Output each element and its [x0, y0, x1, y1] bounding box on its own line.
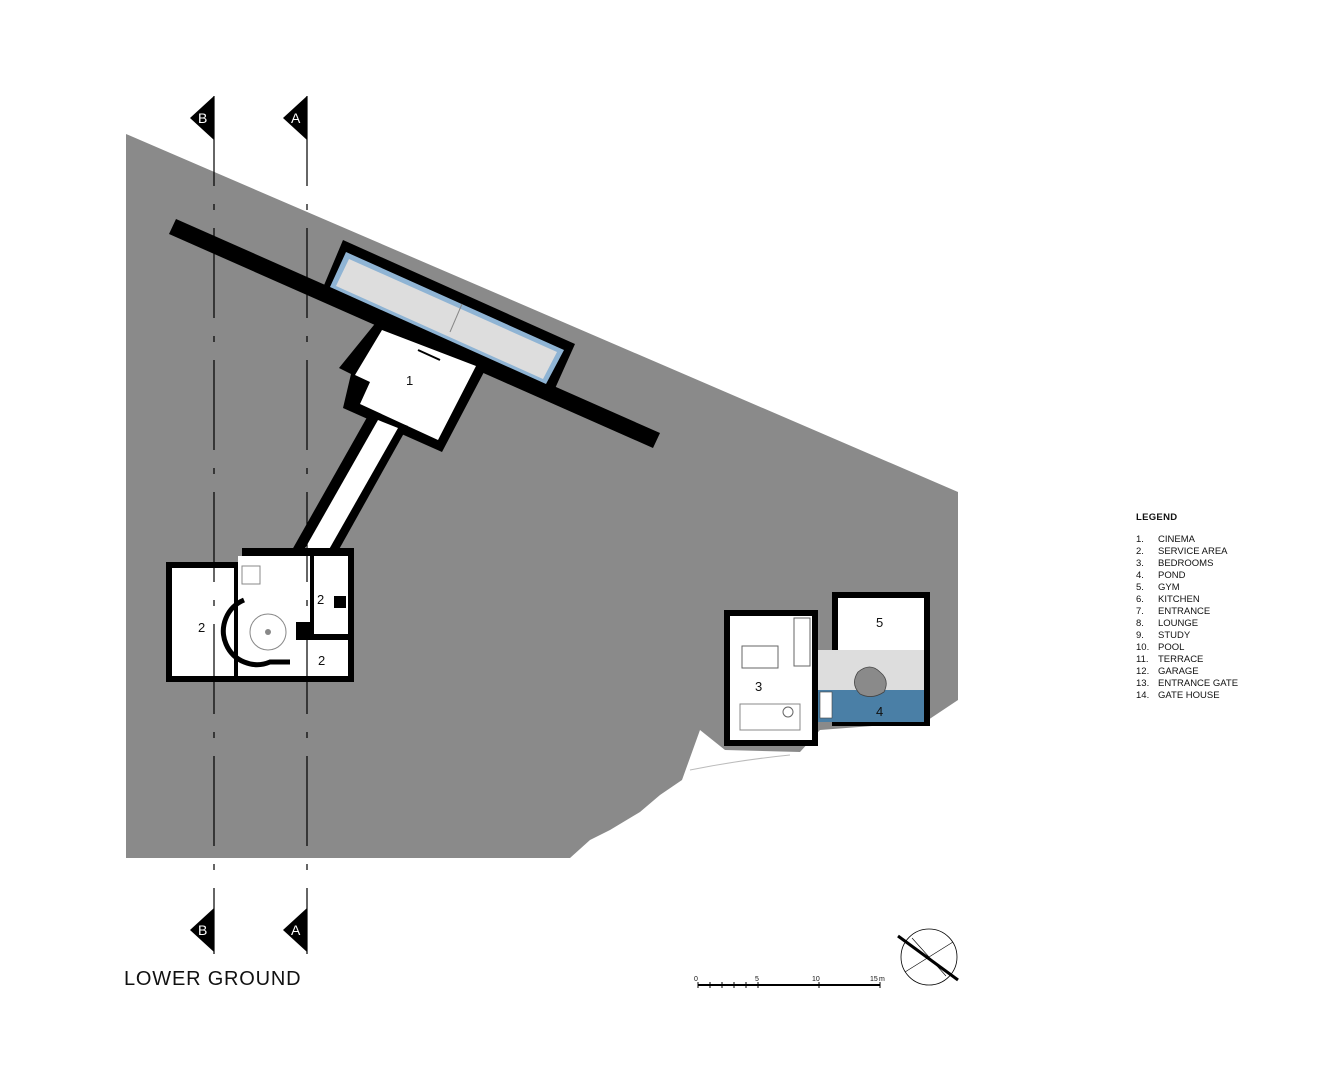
- legend-item-name: TERRACE: [1158, 654, 1204, 665]
- legend-item-number: 8.: [1136, 618, 1144, 629]
- retaining-wall: [169, 219, 660, 448]
- legend-item-name: GYM: [1158, 582, 1180, 593]
- legend-title: LEGEND: [1136, 512, 1178, 523]
- legend-item: 8. LOUNGE: [1136, 618, 1238, 630]
- cinema-screen: [417, 349, 441, 361]
- legend-item-name: SERVICE AREA: [1158, 546, 1228, 557]
- legend-item: 4. POND: [1136, 570, 1238, 582]
- legend-item-name: GATE HOUSE: [1158, 690, 1220, 701]
- legend-item-number: 5.: [1136, 582, 1144, 593]
- scale-bar: 0 5 10 15 m: [694, 976, 885, 988]
- bedroom-desk: [739, 703, 801, 731]
- legend-item-number: 12.: [1136, 666, 1150, 677]
- legend-item: 9. STUDY: [1136, 630, 1238, 642]
- legend-item-name: POOL: [1158, 642, 1185, 653]
- section-marker-icon: [283, 96, 307, 140]
- spiral-stair-core: [265, 629, 271, 635]
- legend-item-number: 3.: [1136, 558, 1144, 569]
- spiral-stair: [249, 613, 287, 651]
- legend-item-name: GARAGE: [1158, 666, 1199, 677]
- section-label-a-top: A: [291, 110, 301, 126]
- legend-item-name: STUDY: [1158, 630, 1191, 641]
- pool-water: [336, 259, 557, 379]
- legend-item: 6. KITCHEN: [1136, 594, 1238, 606]
- legend-item-number: 11.: [1136, 654, 1149, 665]
- section-marker-icon: [283, 908, 307, 952]
- legend-item-name: ENTRANCE GATE: [1158, 678, 1239, 689]
- legend-item-name: BEDROOMS: [1158, 558, 1214, 569]
- section-marker-icon: [190, 96, 214, 140]
- legend-item-number: 2.: [1136, 546, 1144, 557]
- legend-item: 5. GYM: [1136, 582, 1238, 594]
- room-label-service-c: 2: [318, 653, 325, 668]
- legend-item: 10. POOL: [1136, 642, 1238, 654]
- legend-item-number: 7.: [1136, 606, 1144, 617]
- legend-item: 12. GARAGE: [1136, 666, 1238, 678]
- legend-item-name: ENTRANCE: [1158, 606, 1211, 617]
- bedroom-chair: [782, 706, 794, 718]
- site-ground: [126, 134, 958, 858]
- pool-divider: [449, 303, 463, 333]
- bedroom-floor: [730, 616, 812, 740]
- scale-label-10: 10: [812, 976, 820, 983]
- legend-item: 11. TERRACE: [1136, 654, 1238, 666]
- legend-item: 14. GATE HOUSE: [1136, 690, 1238, 702]
- section-label-b-top: B: [198, 110, 207, 126]
- legend-item-name: LOUNGE: [1158, 618, 1199, 629]
- legend-item-name: CINEMA: [1158, 534, 1195, 545]
- pond-step: [819, 691, 833, 719]
- legend-item-number: 10.: [1136, 642, 1150, 653]
- legend-item: 13. ENTRANCE GATE: [1136, 678, 1238, 690]
- legend-item-name: POND: [1158, 570, 1186, 581]
- legend-item-number: 14.: [1136, 690, 1150, 701]
- legend-item-name: KITCHEN: [1158, 594, 1200, 605]
- bedroom-bed: [741, 645, 779, 669]
- bedroom-stair: [793, 617, 811, 667]
- room-label-pond: 4: [876, 704, 883, 719]
- legend-item-number: 6.: [1136, 594, 1144, 605]
- spiral-stair-wall: [220, 597, 290, 668]
- scale-label-5: 5: [755, 976, 759, 983]
- section-marker-icon: [190, 908, 214, 952]
- north-arrow-icon: [897, 928, 959, 986]
- legend-item: 7. ENTRANCE: [1136, 606, 1238, 618]
- legend-item: 3. BEDROOMS: [1136, 558, 1238, 570]
- room-label-gym: 5: [876, 615, 883, 630]
- scale-label-15: 15: [870, 976, 878, 983]
- room-label-cinema: 1: [406, 373, 413, 388]
- scale-label-0: 0: [694, 976, 698, 983]
- legend-item: 2. SERVICE AREA: [1136, 546, 1238, 558]
- section-label-a-bottom: A: [291, 922, 301, 938]
- cinema-floor: [355, 330, 476, 440]
- legend-item-number: 9.: [1136, 630, 1144, 641]
- room-label-service-a: 2: [198, 620, 205, 635]
- legend-item: 1. CINEMA: [1136, 534, 1238, 546]
- section-label-b-bottom: B: [198, 922, 207, 938]
- drawing-title: LOWER GROUND: [124, 968, 302, 990]
- legend-item-number: 4.: [1136, 570, 1144, 581]
- service-appliance: [334, 596, 346, 608]
- site-boundary-line: [689, 754, 791, 771]
- room-label-bedroom: 3: [755, 679, 762, 694]
- service-wc: [241, 565, 261, 585]
- service-room-b: [314, 556, 348, 634]
- scale-label-unit: m: [879, 976, 885, 983]
- gym-floor: [838, 598, 924, 650]
- room-label-service-b: 2: [317, 592, 324, 607]
- legend-item-number: 13.: [1136, 678, 1150, 689]
- legend-item-number: 1.: [1136, 534, 1144, 545]
- pond-rock: [854, 666, 887, 697]
